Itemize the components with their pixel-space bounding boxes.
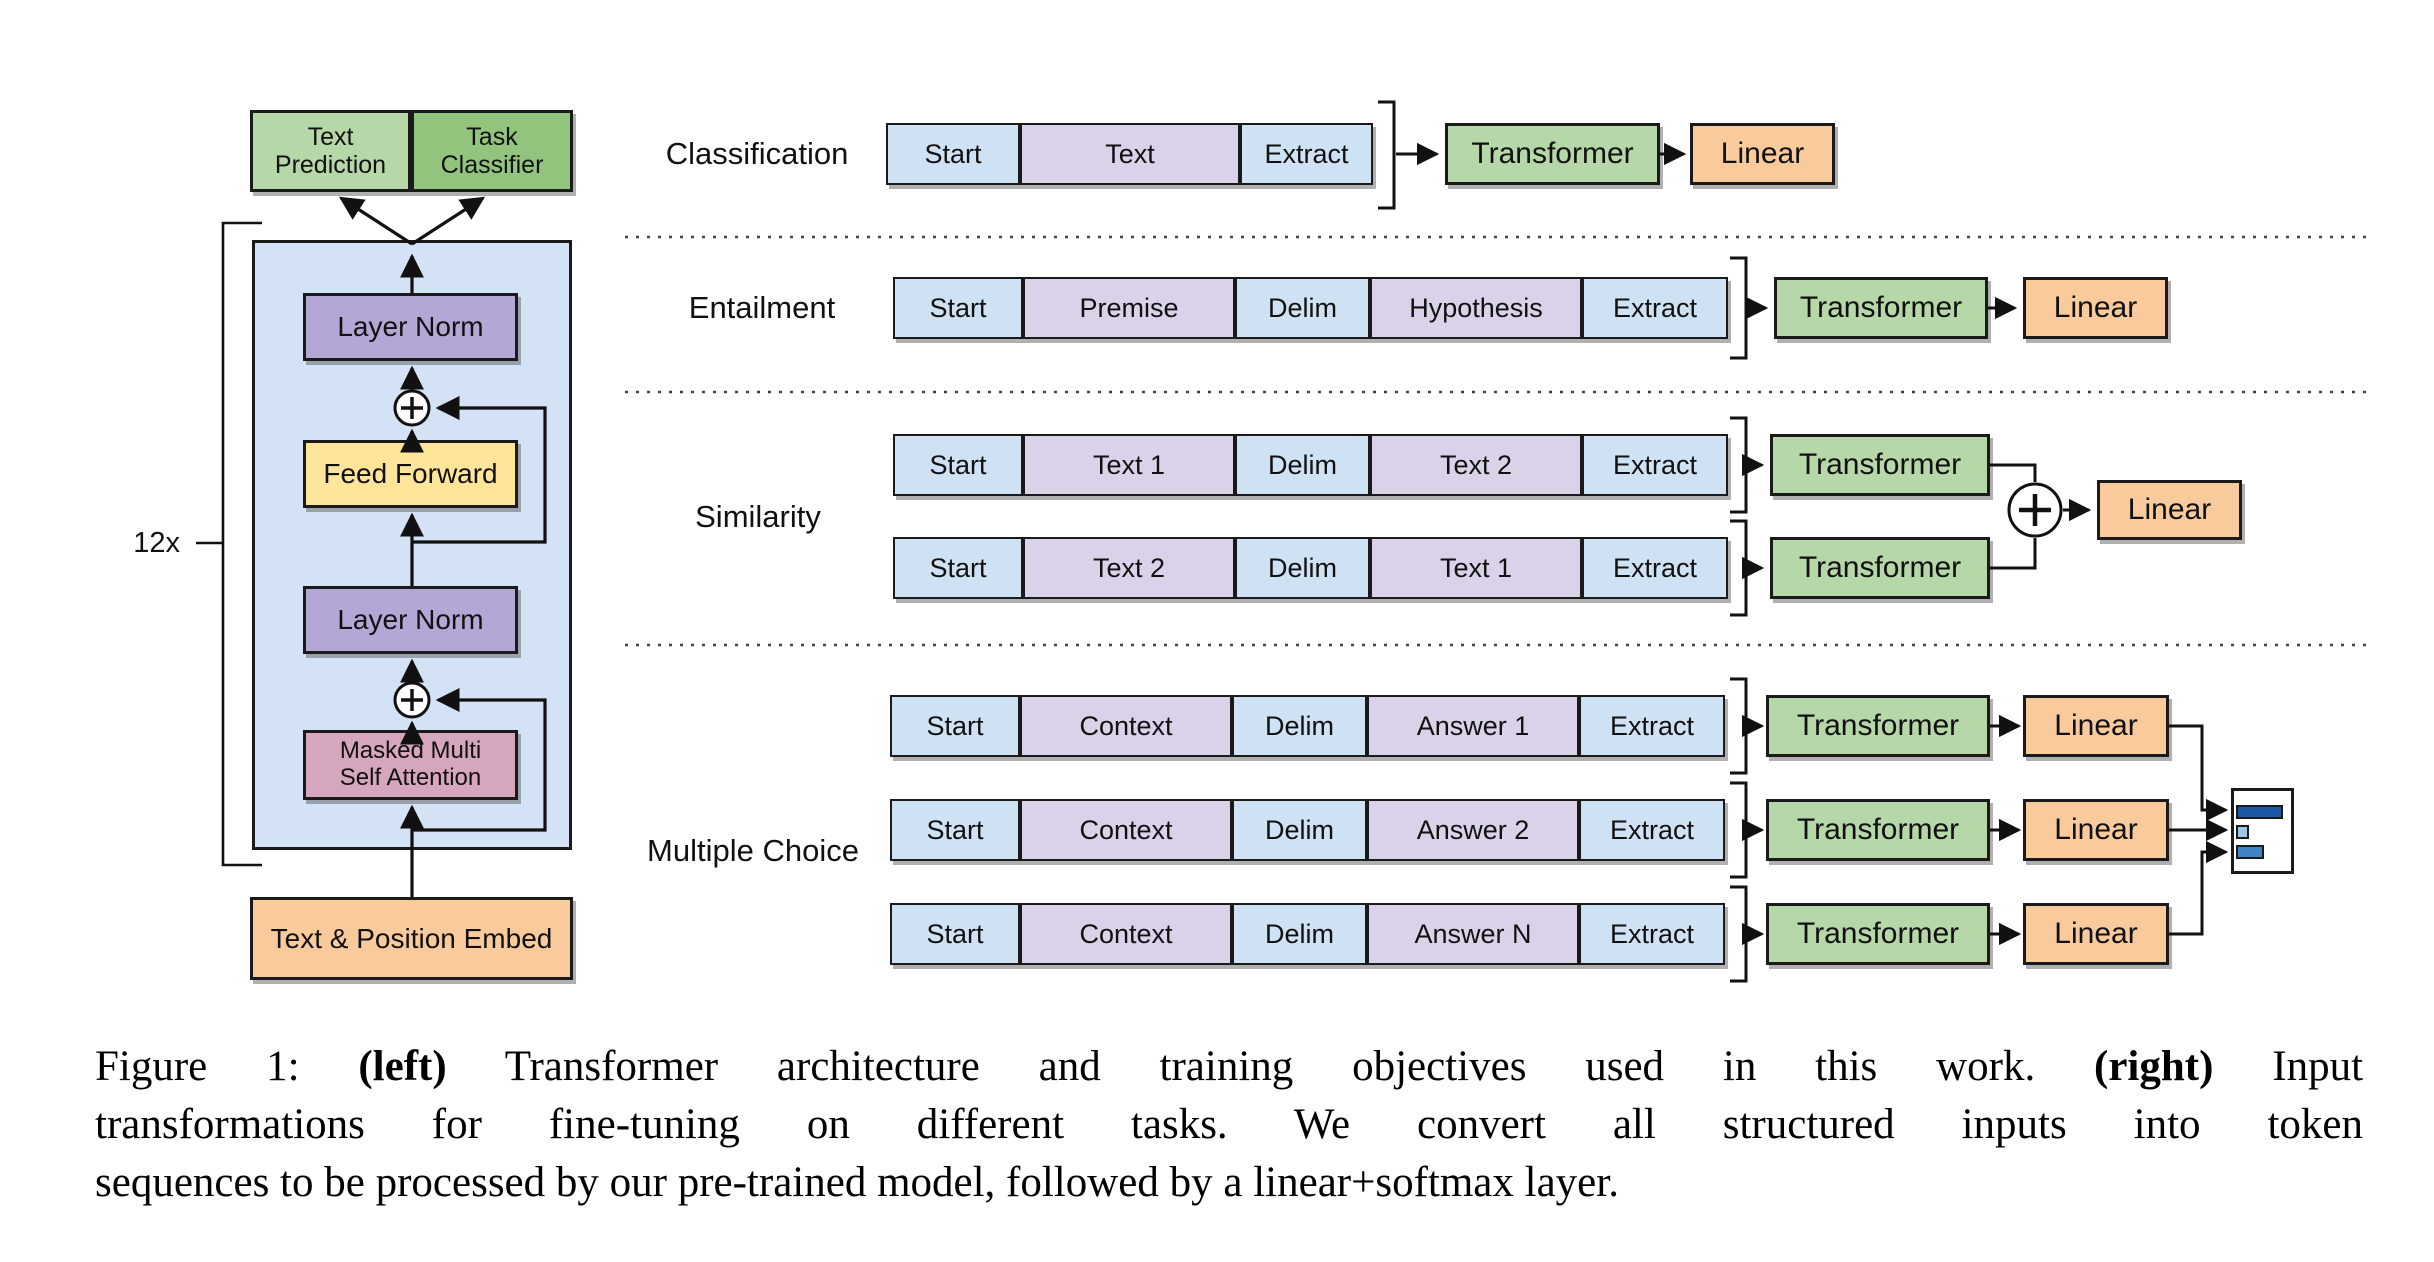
token-hypothesis: Hypothesis <box>1370 277 1582 339</box>
transformer-box-similarity-1: Transformer <box>1770 434 1990 496</box>
repeat-12x-label: 12x <box>133 527 180 559</box>
layer-norm-top-box: Layer Norm <box>303 293 518 361</box>
token-text1: Text 1 <box>1370 537 1582 599</box>
token-context: Context <box>1020 695 1232 757</box>
linear-box-mc-3: Linear <box>2023 903 2169 965</box>
classification-token-row: Start Text Extract <box>886 123 1373 185</box>
linear-box-mc-1: Linear <box>2023 695 2169 757</box>
token-delim: Delim <box>1232 695 1367 757</box>
token-extract: Extract <box>1579 799 1725 861</box>
token-extract: Extract <box>1582 537 1728 599</box>
sequence-bracket <box>1730 781 1748 879</box>
sequence-bracket <box>1730 519 1748 617</box>
caption-line1-end: Input <box>2272 1043 2364 1090</box>
transformer-box-similarity-2: Transformer <box>1770 537 1990 599</box>
caption-prefix: Figure 1: <box>95 1043 300 1090</box>
token-start: Start <box>890 903 1020 965</box>
token-delim: Delim <box>1232 799 1367 861</box>
token-text2: Text 2 <box>1023 537 1235 599</box>
token-start: Start <box>893 277 1023 339</box>
text-position-embed-box: Text & Position Embed <box>250 897 573 980</box>
token-start: Start <box>893 537 1023 599</box>
token-answerN: Answer N <box>1367 903 1579 965</box>
token-extract: Extract <box>1240 123 1373 185</box>
token-extract: Extract <box>1582 434 1728 496</box>
score-bar-answer1 <box>2236 805 2283 819</box>
transformer-box-mc-3: Transformer <box>1766 903 1990 965</box>
token-extract: Extract <box>1579 695 1725 757</box>
text-prediction-box: Text Prediction <box>250 110 411 192</box>
token-text1: Text 1 <box>1023 434 1235 496</box>
similarity-token-row-1: Start Text 1 Delim Text 2 Extract <box>893 434 1728 496</box>
sequence-bracket <box>1730 885 1748 983</box>
token-extract: Extract <box>1582 277 1728 339</box>
feed-forward-box: Feed Forward <box>303 440 518 508</box>
token-text2: Text 2 <box>1370 434 1582 496</box>
linear-box-entailment: Linear <box>2023 277 2168 339</box>
token-start: Start <box>890 695 1020 757</box>
token-start: Start <box>886 123 1020 185</box>
task-label-classification: Classification <box>665 136 849 171</box>
figure-caption: Figure 1: (left) Transformer architectur… <box>95 1038 2363 1212</box>
token-delim: Delim <box>1235 277 1370 339</box>
answer-score-chart <box>2231 788 2294 874</box>
token-extract: Extract <box>1579 903 1725 965</box>
multiple-choice-token-row-1: Start Context Delim Answer 1 Extract <box>890 695 1725 757</box>
transformer-box-classification: Transformer <box>1445 123 1660 185</box>
caption-line-1: Figure 1: (left) Transformer architectur… <box>95 1038 2363 1096</box>
task-label-entailment: Entailment <box>688 290 836 325</box>
caption-line1-mid: Transformer architecture and training ob… <box>504 1043 2036 1090</box>
similarity-token-row-2: Start Text 2 Delim Text 1 Extract <box>893 537 1728 599</box>
token-answer2: Answer 2 <box>1367 799 1579 861</box>
token-context: Context <box>1020 799 1232 861</box>
token-delim: Delim <box>1235 537 1370 599</box>
entailment-token-row: Start Premise Delim Hypothesis Extract <box>893 277 1728 339</box>
linear-box-mc-2: Linear <box>2023 799 2169 861</box>
caption-line-3: sequences to be processed by our pre-tra… <box>95 1159 1619 1206</box>
multiple-choice-token-row-2: Start Context Delim Answer 2 Extract <box>890 799 1725 861</box>
token-delim: Delim <box>1232 903 1367 965</box>
layer-norm-bottom-box: Layer Norm <box>303 586 518 654</box>
transformer-box-entailment: Transformer <box>1774 277 1988 339</box>
token-answer1: Answer 1 <box>1367 695 1579 757</box>
transformer-box-mc-2: Transformer <box>1766 799 1990 861</box>
task-classifier-box: Task Classifier <box>411 110 573 192</box>
caption-left-tag: (left) <box>358 1043 447 1090</box>
sequence-bracket <box>1378 100 1396 210</box>
task-label-multiple-choice: Multiple Choice <box>647 833 859 868</box>
linear-box-similarity: Linear <box>2097 480 2242 540</box>
token-start: Start <box>890 799 1020 861</box>
score-bar-answer2 <box>2236 825 2249 839</box>
similarity-add-icon <box>2007 482 2063 538</box>
token-start: Start <box>893 434 1023 496</box>
task-label-similarity: Similarity <box>695 499 821 534</box>
token-context: Context <box>1020 903 1232 965</box>
score-bar-answerN <box>2236 845 2264 859</box>
token-text: Text <box>1020 123 1240 185</box>
transformer-box-mc-1: Transformer <box>1766 695 1990 757</box>
masked-multi-self-attention-box: Masked Multi Self Attention <box>303 730 518 800</box>
sequence-bracket <box>1730 677 1748 775</box>
sequence-bracket <box>1730 256 1748 360</box>
token-premise: Premise <box>1023 277 1235 339</box>
multiple-choice-token-row-3: Start Context Delim Answer N Extract <box>890 903 1725 965</box>
masked-attention-line1: Masked Multi <box>339 737 482 765</box>
token-delim: Delim <box>1235 434 1370 496</box>
caption-line-2: transformations for fine-tuning on diffe… <box>95 1101 2363 1148</box>
sequence-bracket <box>1730 416 1748 514</box>
linear-box-classification: Linear <box>1690 123 1835 185</box>
masked-attention-line2: Self Attention <box>339 764 482 791</box>
caption-right-tag: (right) <box>2094 1043 2214 1090</box>
